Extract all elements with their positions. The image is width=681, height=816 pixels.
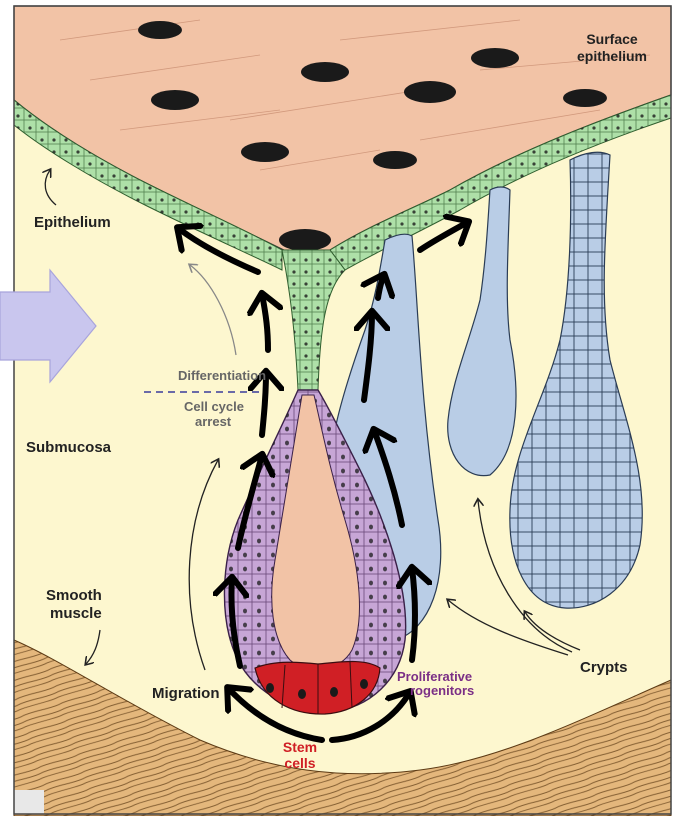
label-cell-cycle-line2: arrest	[195, 414, 232, 429]
label-differentiation: Differentiation	[178, 368, 266, 383]
label-crypts: Crypts	[580, 659, 628, 676]
label-cell-cycle-line1: Cell cycle	[184, 399, 244, 414]
label-surface-line1: Surface	[586, 31, 638, 47]
label-smooth-muscle-line2: muscle	[50, 605, 102, 622]
label-proliferative-line2: rogenitors	[410, 683, 474, 698]
label-smooth-muscle-line1: Smooth	[46, 587, 102, 604]
label-surface-line2: epithelium	[577, 48, 647, 64]
label-epithelium: Epithelium	[34, 214, 111, 231]
label-migration: Migration	[152, 685, 220, 702]
label-stem-line1: Stem	[283, 739, 317, 755]
corner-shadow	[14, 790, 44, 814]
label-stem-line2: cells	[284, 755, 315, 771]
label-proliferative-line1: Proliferative	[397, 669, 472, 684]
label-submucosa: Submucosa	[26, 439, 112, 456]
bold-arrow-right-1	[412, 568, 415, 660]
